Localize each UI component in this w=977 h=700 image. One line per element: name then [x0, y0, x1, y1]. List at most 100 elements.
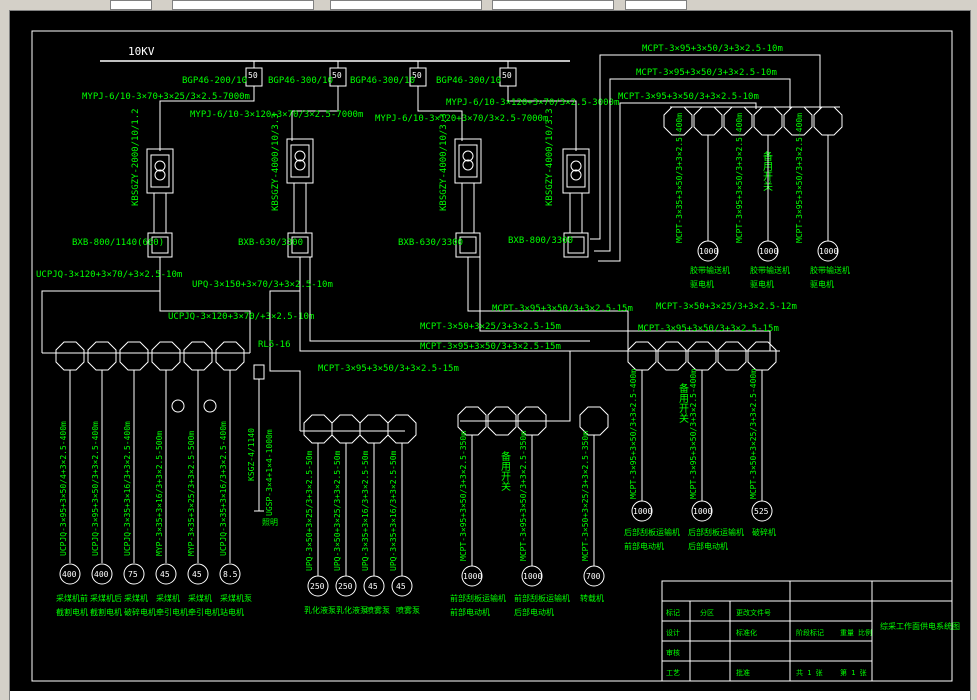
- motor-label: 前部刮板运输机: [450, 593, 506, 603]
- title-block-label: 标记: [666, 608, 680, 617]
- mid-switch-2[interactable]: [657, 341, 687, 371]
- toolbar-field-3[interactable]: [330, 0, 482, 10]
- motor-cable: MYP-3×35+3×25/3+3×2.5-500m: [187, 431, 196, 556]
- motor-rating: 45: [396, 582, 406, 591]
- motor-top-1[interactable]: 1000: [697, 240, 719, 262]
- left-switch-6[interactable]: [215, 341, 245, 371]
- motor-rating: 1000: [523, 572, 542, 581]
- motor-center-2[interactable]: 1000: [521, 565, 543, 587]
- motor-cable: UCPJQ-3×95+3×50/3+3×2.5-400m: [91, 421, 100, 556]
- top-cable-2: MCPT-3×95+3×50/3+3×2.5-10m: [636, 68, 777, 78]
- motor-rating: 1000: [463, 572, 482, 581]
- lv-cable-m1: MCPT-3×95+3×50/3+3×2.5-15m: [318, 364, 459, 374]
- toolbar-field-2[interactable]: [172, 0, 314, 10]
- motor-label: 喷雾泵: [366, 605, 390, 615]
- pump-motor-4[interactable]: 45: [391, 575, 413, 597]
- motor-rating: 250: [338, 582, 353, 591]
- top-switch-2[interactable]: [693, 106, 723, 136]
- hv-switch-4[interactable]: 50: [499, 67, 517, 87]
- motor-label: 胶带输送机: [690, 265, 730, 275]
- title-block-label: 共 1 张: [796, 668, 823, 677]
- hv-switch-rating: 50: [502, 71, 512, 80]
- motor-left-6[interactable]: 8.5: [219, 563, 241, 585]
- left-switch-5[interactable]: [183, 341, 213, 371]
- motor-mid-2[interactable]: 1000: [691, 500, 713, 522]
- lv-cable-m6: MCPT-3×95+3×50/3+3×2.5-15m: [638, 324, 779, 334]
- pump-switch-4[interactable]: [387, 414, 417, 444]
- toolbar-field-4[interactable]: [492, 0, 614, 10]
- motor-mid-1[interactable]: 1000: [631, 500, 653, 522]
- mid-switch-5[interactable]: [747, 341, 777, 371]
- hv-switch-1[interactable]: 50: [245, 67, 263, 87]
- motor-rating: 1000: [819, 247, 838, 256]
- title-block-label: 工艺: [666, 669, 680, 677]
- motor-label: 采煤机后: [90, 593, 122, 603]
- motor-mid-3[interactable]: 525: [751, 500, 773, 522]
- left-switch-4[interactable]: [151, 341, 181, 371]
- spare-switch-top: 备用开关: [761, 150, 773, 192]
- pump-motor-2[interactable]: 250: [335, 575, 357, 597]
- motor-top-3[interactable]: 1000: [817, 240, 839, 262]
- motor-rating: 8.5: [223, 570, 238, 579]
- motor-label: 牵引电机: [156, 607, 188, 617]
- lv-cable-ucpjq2: UCPJQ-3×120+3×70/+3×2.5-10m: [168, 312, 314, 322]
- center-switch-4[interactable]: [579, 406, 609, 436]
- transformer-1[interactable]: [146, 148, 174, 194]
- motor-label: 采煤机: [124, 593, 148, 603]
- motor-left-5[interactable]: 45: [187, 563, 209, 585]
- motor-cable: UCPJQ-3×95+3×50/4+3×2.5-400m: [59, 421, 68, 556]
- drawing-canvas[interactable]: 10KV 50 50 50 50 BGP46-200/10 BGP46-300/…: [10, 11, 970, 691]
- motor-left-3[interactable]: 75: [123, 563, 145, 585]
- motor-label: 后部刮板运输机: [624, 527, 680, 537]
- motor-label: 转载机: [580, 593, 604, 603]
- motor-left-1[interactable]: 400: [59, 563, 81, 585]
- mid-switch-4[interactable]: [717, 341, 747, 371]
- motor-rating: 45: [192, 570, 202, 579]
- top-switch-4[interactable]: [753, 106, 783, 136]
- motor-cable: MCPT-3×35+3×50/3+3×2.5-400m: [675, 113, 684, 243]
- lv-cable-rl: RL5-16: [258, 340, 291, 350]
- transformer-4[interactable]: [562, 148, 590, 194]
- motor-center-3[interactable]: 700: [583, 565, 605, 587]
- toolbar-field-5[interactable]: [625, 0, 687, 10]
- hv-switch-rating: 50: [412, 71, 422, 80]
- transformer-2[interactable]: [286, 138, 314, 184]
- transformer-3[interactable]: [454, 138, 482, 184]
- pump-switch-2[interactable]: [331, 414, 361, 444]
- motor-cable: MCPT-3×95+3×50/3+3×2.5-400m: [795, 113, 804, 243]
- bus-label: 10KV: [128, 45, 155, 58]
- motor-cable: MCPT-3×50+3×25/3+3×2.5-400m: [749, 369, 758, 499]
- motor-label: 乳化液泵: [336, 605, 368, 615]
- drawing-frame: [31, 30, 953, 682]
- left-switch-2[interactable]: [87, 341, 117, 371]
- lv-cable-ucpjq1: UCPJQ-3×120+3×70/+3×2.5-10m: [36, 270, 182, 280]
- feeder-name: BXB-630/3300: [238, 238, 303, 248]
- hv-switch-rating: 50: [332, 71, 342, 80]
- title-block-label: 设计: [666, 628, 680, 637]
- motor-rating: 1000: [699, 247, 718, 256]
- left-switch-3[interactable]: [119, 341, 149, 371]
- mid-switch-3[interactable]: [687, 341, 717, 371]
- motor-label: 站电机: [220, 607, 244, 617]
- transformer-name: KBSGZY-4000/10/3.3: [439, 113, 449, 211]
- mid-switch-1[interactable]: [627, 341, 657, 371]
- motor-cable: MCPT-3×95+3×50/3+3×2.5-350m: [519, 431, 528, 561]
- motor-left-4[interactable]: 45: [155, 563, 177, 585]
- hv-switch-name: BGP46-200/10: [182, 76, 247, 86]
- pump-switch-3[interactable]: [359, 414, 389, 444]
- hv-cable-1: MYPJ-6/10-3×70+3×25/3×2.5-7000m: [82, 92, 250, 102]
- motor-label: 采煤机: [156, 593, 180, 603]
- motor-center-1[interactable]: 1000: [461, 565, 483, 587]
- motor-cable: UPQ-3×50+3×25/3+3×2.5-50m: [333, 450, 342, 571]
- motor-cable: MYP-3×35+3×16/3+3×2.5-500m: [155, 431, 164, 556]
- motor-left-2[interactable]: 400: [91, 563, 113, 585]
- left-switch-1[interactable]: [55, 341, 85, 371]
- motor-top-2[interactable]: 1000: [757, 240, 779, 262]
- top-switch-6[interactable]: [813, 106, 843, 136]
- pump-motor-3[interactable]: 45: [363, 575, 385, 597]
- toolbar-field-1[interactable]: [110, 0, 152, 10]
- lv-cable-m4: MCPT-3×95+3×50/3+3×2.5-15m: [492, 304, 633, 314]
- pump-motor-1[interactable]: 250: [307, 575, 329, 597]
- transformer-name: KBSGZY-4000/10/3.3: [545, 108, 555, 206]
- pump-switch-1[interactable]: [303, 414, 333, 444]
